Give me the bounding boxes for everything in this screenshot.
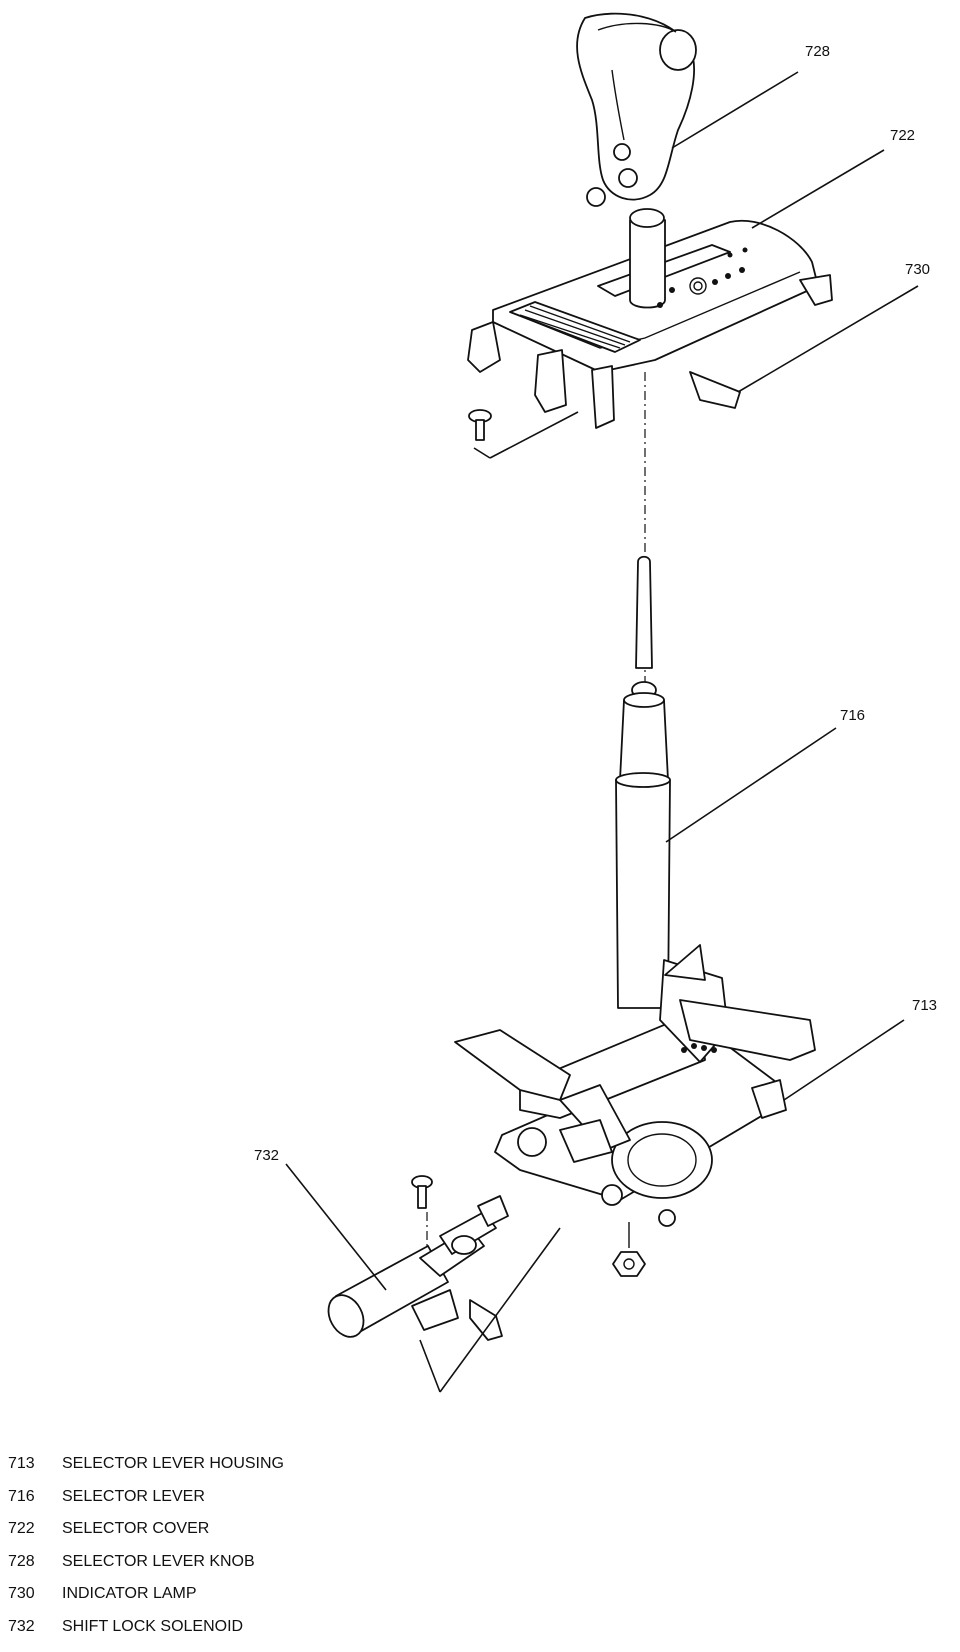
cover-screw [468,409,492,441]
legend-description: SELECTOR COVER [62,1520,210,1537]
legend-description: SELECTOR LEVER KNOB [62,1552,255,1570]
legend-description: SHIFT LOCK SOLENOID [62,1617,244,1635]
legend-number: 713 [8,1455,35,1472]
legend-description: INDICATOR LAMP [62,1585,197,1602]
legend-description: SELECTOR LEVER HOUSING [62,1455,284,1472]
leader-732 [285,1163,387,1291]
callout-722: 722 [890,127,915,144]
leader-713 [783,1019,905,1101]
selector-lever [615,555,671,1009]
leader-730 [737,285,919,393]
callout-716: 716 [840,707,865,724]
legend-number: 732 [8,1617,35,1635]
callout-728: 728 [805,43,830,60]
leader-716 [665,727,837,843]
housing-nut [612,1222,646,1277]
selector-lever-knob [576,12,697,201]
legend-item: 728 SELECTOR LEVER KNOB [8,1546,608,1579]
legend-item: 722 SELECTOR COVER [8,1513,608,1546]
selector-cover [467,208,833,429]
legend-number: 722 [8,1520,35,1537]
selector-lever-housing [454,944,816,1227]
callout-730: 730 [905,261,930,278]
legend-item: 730 INDICATOR LAMP [8,1578,608,1611]
legend-item: 716 SELECTOR LEVER [8,1481,608,1514]
legend-number: 728 [8,1552,35,1570]
shift-lock-solenoid [327,1195,509,1341]
legend-item: 732 SHIFT LOCK SOLENOID [8,1611,608,1644]
callout-713: 713 [912,997,937,1014]
knob-clip [586,187,606,207]
callout-732: 732 [254,1147,279,1164]
legend-item: 713 SELECTOR LEVER HOUSING [8,1448,608,1481]
leader-722 [751,149,885,229]
solenoid-screw [411,1175,433,1209]
legend-number: 730 [8,1585,35,1602]
leader-728 [671,71,799,149]
legend-number: 716 [8,1487,35,1505]
legend-description: SELECTOR LEVER [62,1487,205,1505]
